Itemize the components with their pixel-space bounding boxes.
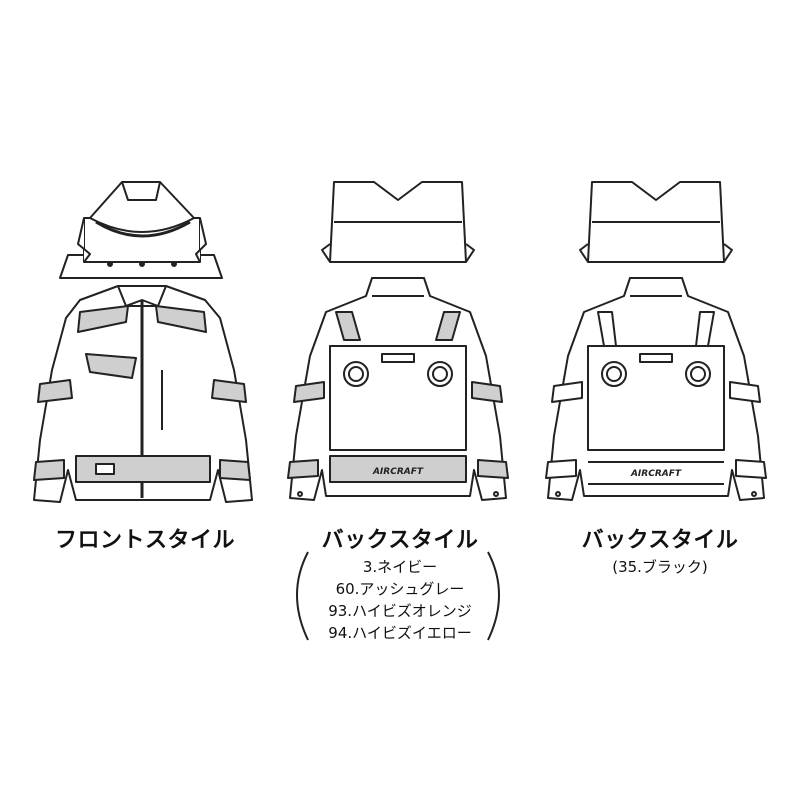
front-jacket	[33, 181, 253, 503]
right-logo: AIRCRAFT	[630, 469, 682, 479]
color-item: 93.ハイビズオレンジ	[328, 602, 472, 620]
color-item: 94.ハイビズイエロー	[328, 624, 472, 642]
color-item: 3.ネイビー	[362, 558, 438, 576]
color-list-right: (35.ブラック)	[540, 556, 780, 578]
back-jacket-right	[545, 181, 767, 501]
center-hood	[321, 181, 475, 263]
caption-front: フロントスタイル	[54, 528, 235, 553]
color-item: 60.アッシュグレー	[335, 580, 465, 598]
front-hood	[59, 181, 223, 279]
caption-back-right: バックスタイル	[581, 528, 739, 553]
color-item: (35.ブラック)	[612, 558, 708, 576]
right-hood	[579, 181, 733, 263]
right-paren	[487, 551, 500, 641]
left-paren	[296, 551, 309, 641]
color-list-center: 3.ネイビー 60.アッシュグレー 93.ハイビズオレンジ 94.ハイビズイエロ…	[280, 556, 520, 644]
caption-back-center: バックスタイル	[321, 528, 479, 553]
back-jacket-center	[287, 181, 509, 501]
center-logo: AIRCRAFT	[372, 467, 424, 477]
